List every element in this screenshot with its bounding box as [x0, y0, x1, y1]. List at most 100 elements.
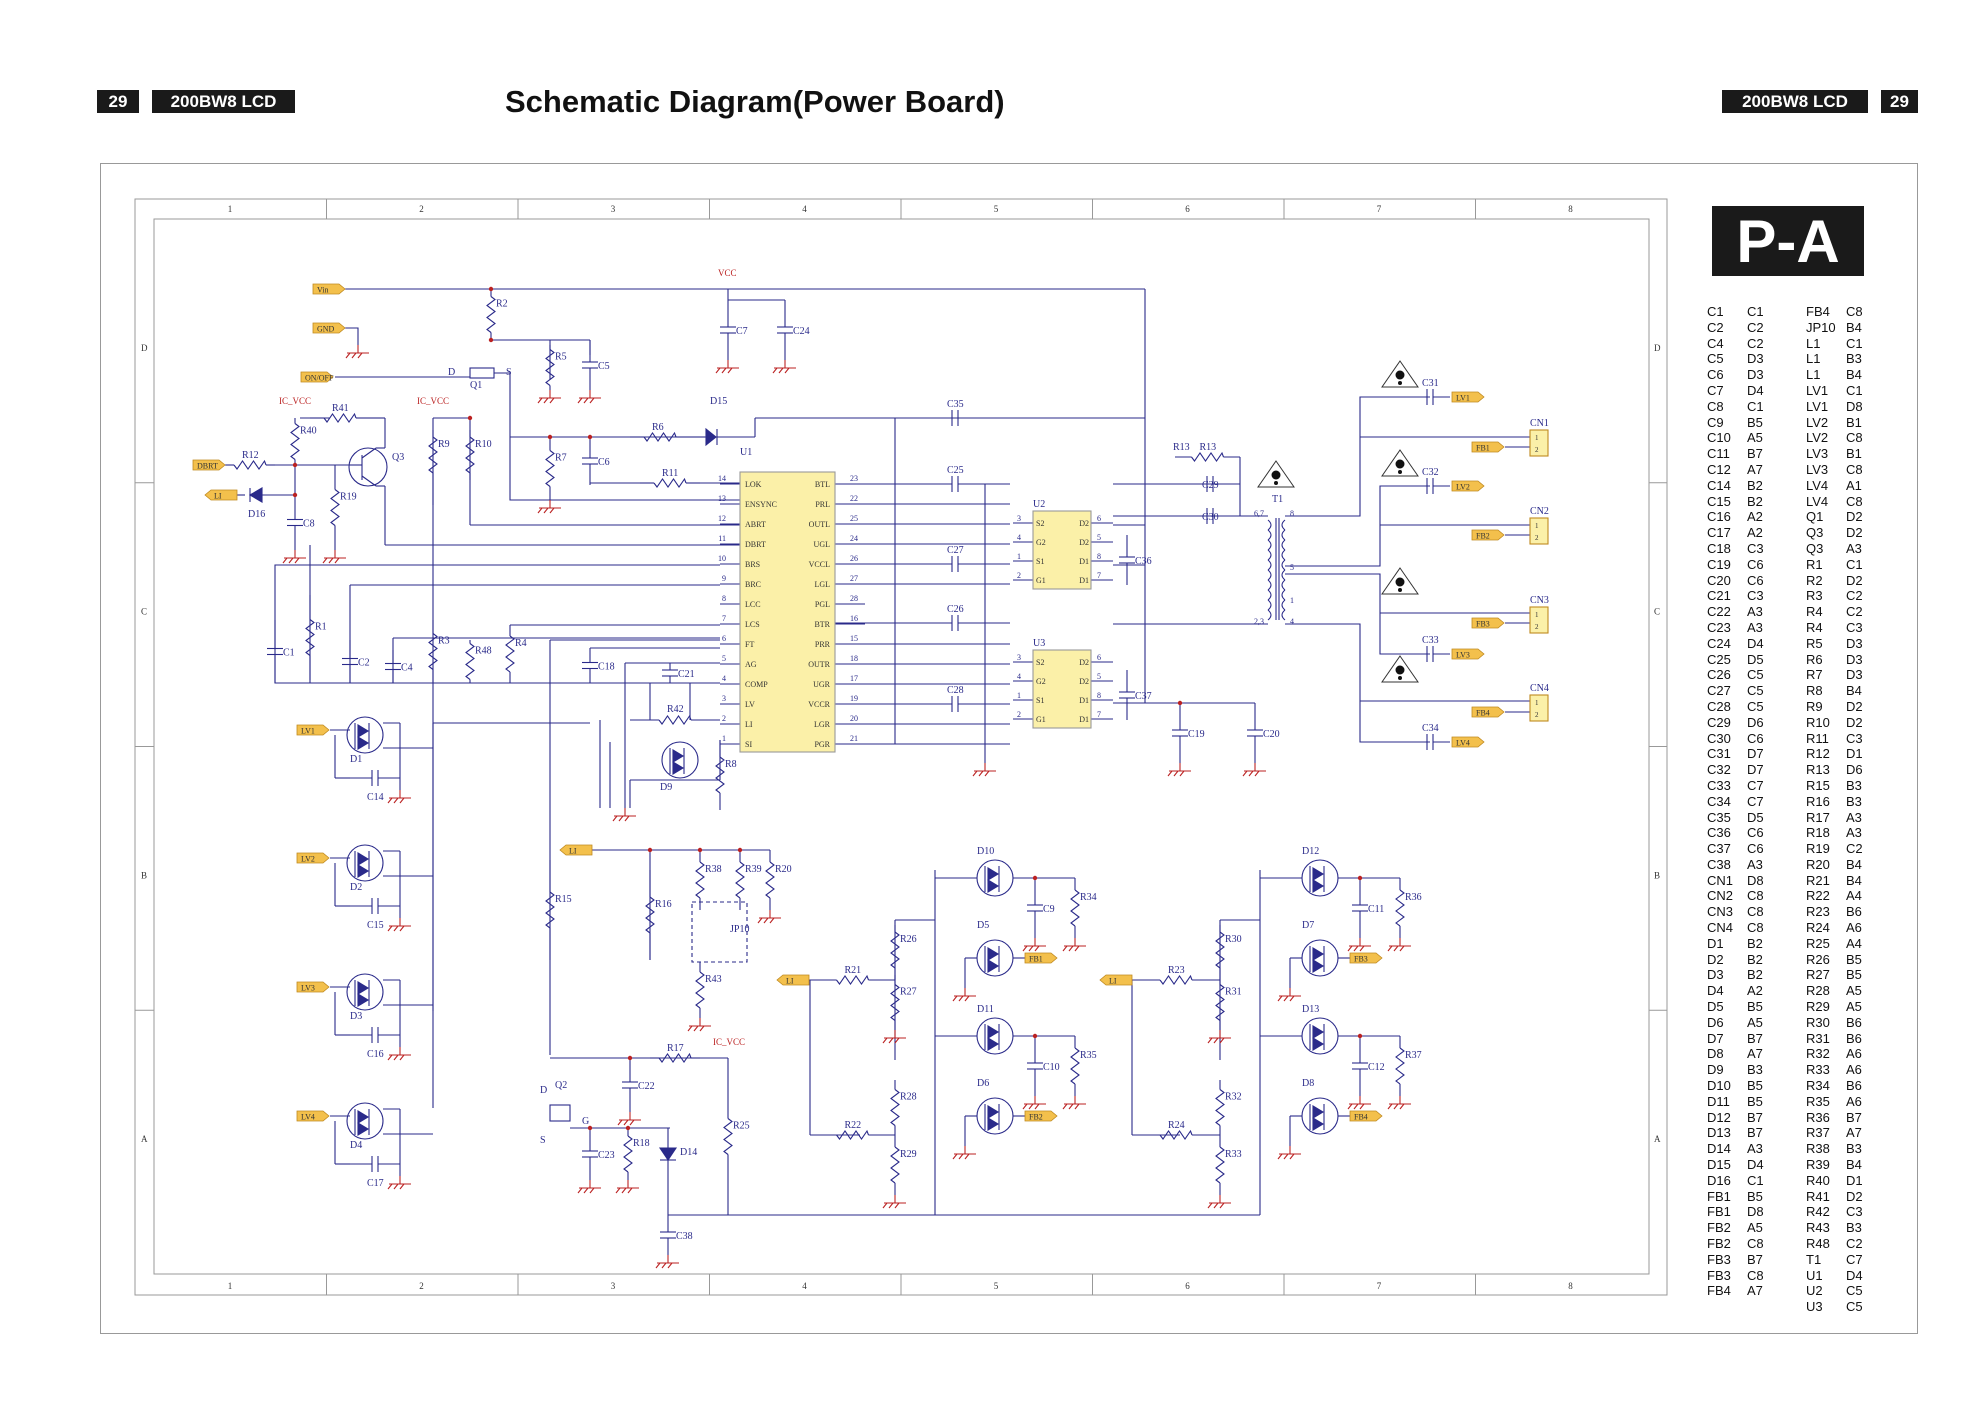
transformer-coil: [1267, 549, 1272, 561]
component-label: R30: [1225, 934, 1242, 945]
ground-symbol: [784, 367, 790, 374]
reference-grid-location: C8: [1846, 430, 1863, 446]
reference-row: Q3 A3: [1806, 541, 1863, 557]
component-label: C5: [598, 361, 610, 372]
grid-column-label: 3: [611, 1281, 616, 1291]
reference-designator: D11: [1707, 1093, 1730, 1109]
component-label: R39: [745, 864, 762, 875]
ground-symbol: [882, 1202, 888, 1209]
pin-name: PRL: [815, 500, 830, 509]
connector-label: CN4: [1530, 683, 1549, 694]
grid-row-label: D: [141, 343, 148, 353]
pin-label: S: [506, 367, 512, 378]
ground-symbol: [1283, 995, 1289, 1002]
component-label: D14: [680, 1147, 697, 1158]
reference-designator: LV1: [1806, 398, 1829, 414]
reference-designator: U3: [1806, 1299, 1823, 1315]
ground-symbol: [1399, 945, 1405, 952]
mosfet-driver: [1032, 649, 1092, 729]
reference-grid-location: C1: [1846, 335, 1863, 351]
reference-grid-location: A2: [1747, 509, 1763, 525]
reference-designator: R36: [1806, 1109, 1830, 1125]
transformer-coil: [1267, 609, 1272, 621]
reference-grid-location: C5: [1747, 698, 1764, 714]
pin-number: 6: [722, 634, 726, 643]
pin-name: D2: [1079, 538, 1089, 547]
ground-symbol: [393, 1183, 399, 1190]
reference-grid-location: B2: [1747, 477, 1763, 493]
net-flag-label: LI: [786, 977, 794, 986]
pin-name: D1: [1079, 557, 1089, 566]
reference-designator: R4: [1806, 619, 1823, 635]
component-label: R11: [662, 468, 678, 479]
reference-designator: R29: [1806, 999, 1830, 1015]
component-label: C23: [598, 1150, 615, 1161]
component-label: C38: [676, 1231, 693, 1242]
net-flag-label: FB2: [1476, 532, 1490, 541]
ground-symbol: [1062, 945, 1068, 952]
reference-grid-location: C3: [1846, 730, 1863, 746]
pin-name: LCS: [745, 620, 760, 629]
reference-grid-location: A5: [1747, 1220, 1763, 1236]
pin-number: 5: [1290, 563, 1294, 572]
pin-number: 7: [1097, 571, 1101, 580]
net-flag-label: LV4: [1456, 739, 1470, 748]
pin-number: 1: [1290, 596, 1294, 605]
reference-designator: C35: [1707, 809, 1731, 825]
net-flag-label: LV1: [301, 727, 315, 736]
ground-symbol: [387, 1183, 393, 1190]
component-label: C15: [367, 920, 384, 931]
reference-grid-location: A7: [1747, 461, 1763, 477]
junction-dot: [647, 847, 653, 853]
reference-grid-location: D2: [1846, 525, 1863, 541]
reference-designator: Q3: [1806, 540, 1824, 556]
reference-designator: L1: [1806, 367, 1821, 383]
grid-row-label: B: [1654, 870, 1660, 880]
reference-grid-location: A3: [1846, 540, 1862, 556]
net-flag: [1471, 529, 1505, 541]
pin-number: 2: [722, 714, 726, 723]
reference-designator: R31: [1806, 1030, 1830, 1046]
component-label: R48: [475, 646, 492, 657]
diode-symbol: [1312, 1037, 1325, 1051]
reference-designator: R25: [1806, 935, 1830, 951]
reference-designator: R13: [1806, 762, 1830, 778]
resistor: [1395, 1047, 1405, 1085]
reference-grid-location: C8: [1747, 904, 1764, 920]
mosfet-symbol: [469, 367, 495, 379]
reference-grid-location: B5: [1747, 1188, 1763, 1204]
component-label: D8: [1302, 1078, 1314, 1089]
pin-number: 2: [1535, 711, 1539, 719]
wire: [1285, 623, 1430, 743]
reference-designator: U2: [1806, 1283, 1823, 1299]
resistor: [836, 974, 870, 985]
component-label: C25: [947, 465, 964, 476]
reference-grid-location: B4: [1846, 872, 1862, 888]
component-label: R33: [1225, 1149, 1242, 1160]
diode-d16: [248, 487, 263, 503]
net-flag: [1024, 1110, 1058, 1122]
component-label: U2: [1033, 499, 1045, 510]
reference-grid-location: B1: [1846, 446, 1862, 462]
ground-symbol: [621, 1187, 627, 1194]
junction-dot: [625, 1125, 631, 1131]
reference-designator: R4: [1806, 604, 1823, 620]
diode-symbol: [357, 724, 370, 738]
resistor: [330, 489, 340, 526]
reference-designator: C18: [1707, 540, 1731, 556]
net-flag-label: LI: [569, 847, 577, 856]
reference-grid-location: A6: [1846, 920, 1862, 936]
